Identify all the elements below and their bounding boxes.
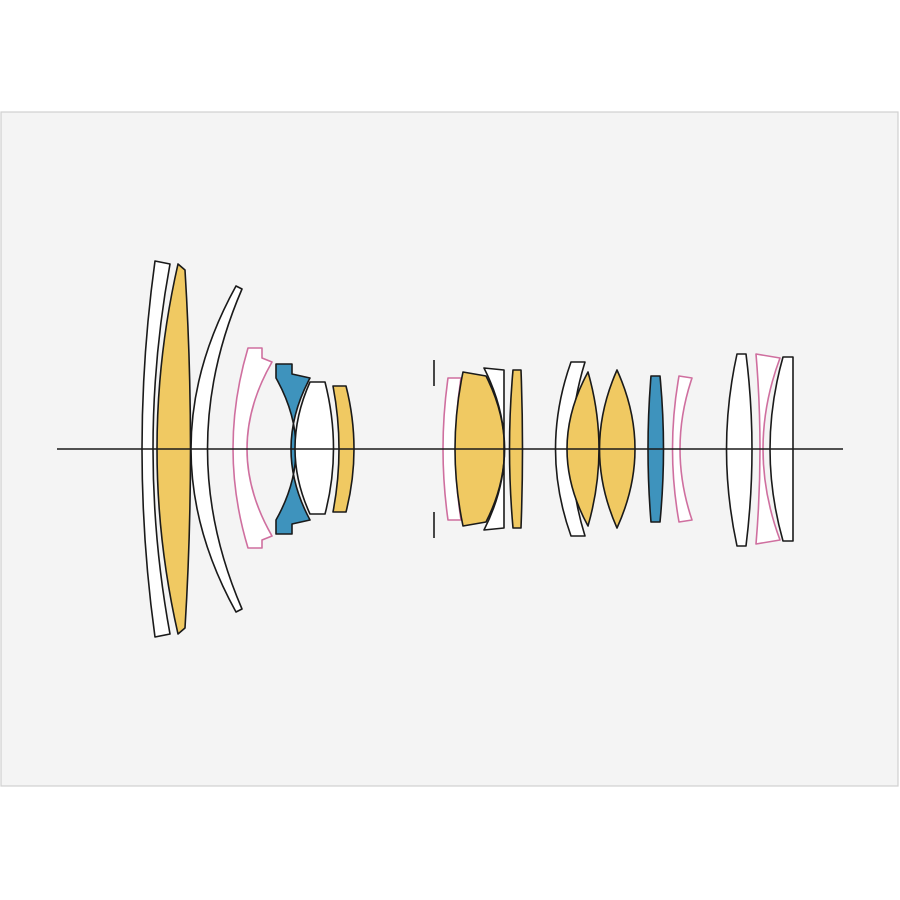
lens-element-16 (671, 375, 693, 523)
lens-element-4 (232, 347, 273, 549)
lens-element-3 (190, 285, 243, 613)
lens-element-1 (141, 260, 171, 638)
lens-element-6 (294, 381, 335, 515)
lens-element-10 (483, 367, 506, 531)
lens-element-18 (755, 353, 781, 545)
lens-element-17 (725, 353, 753, 547)
